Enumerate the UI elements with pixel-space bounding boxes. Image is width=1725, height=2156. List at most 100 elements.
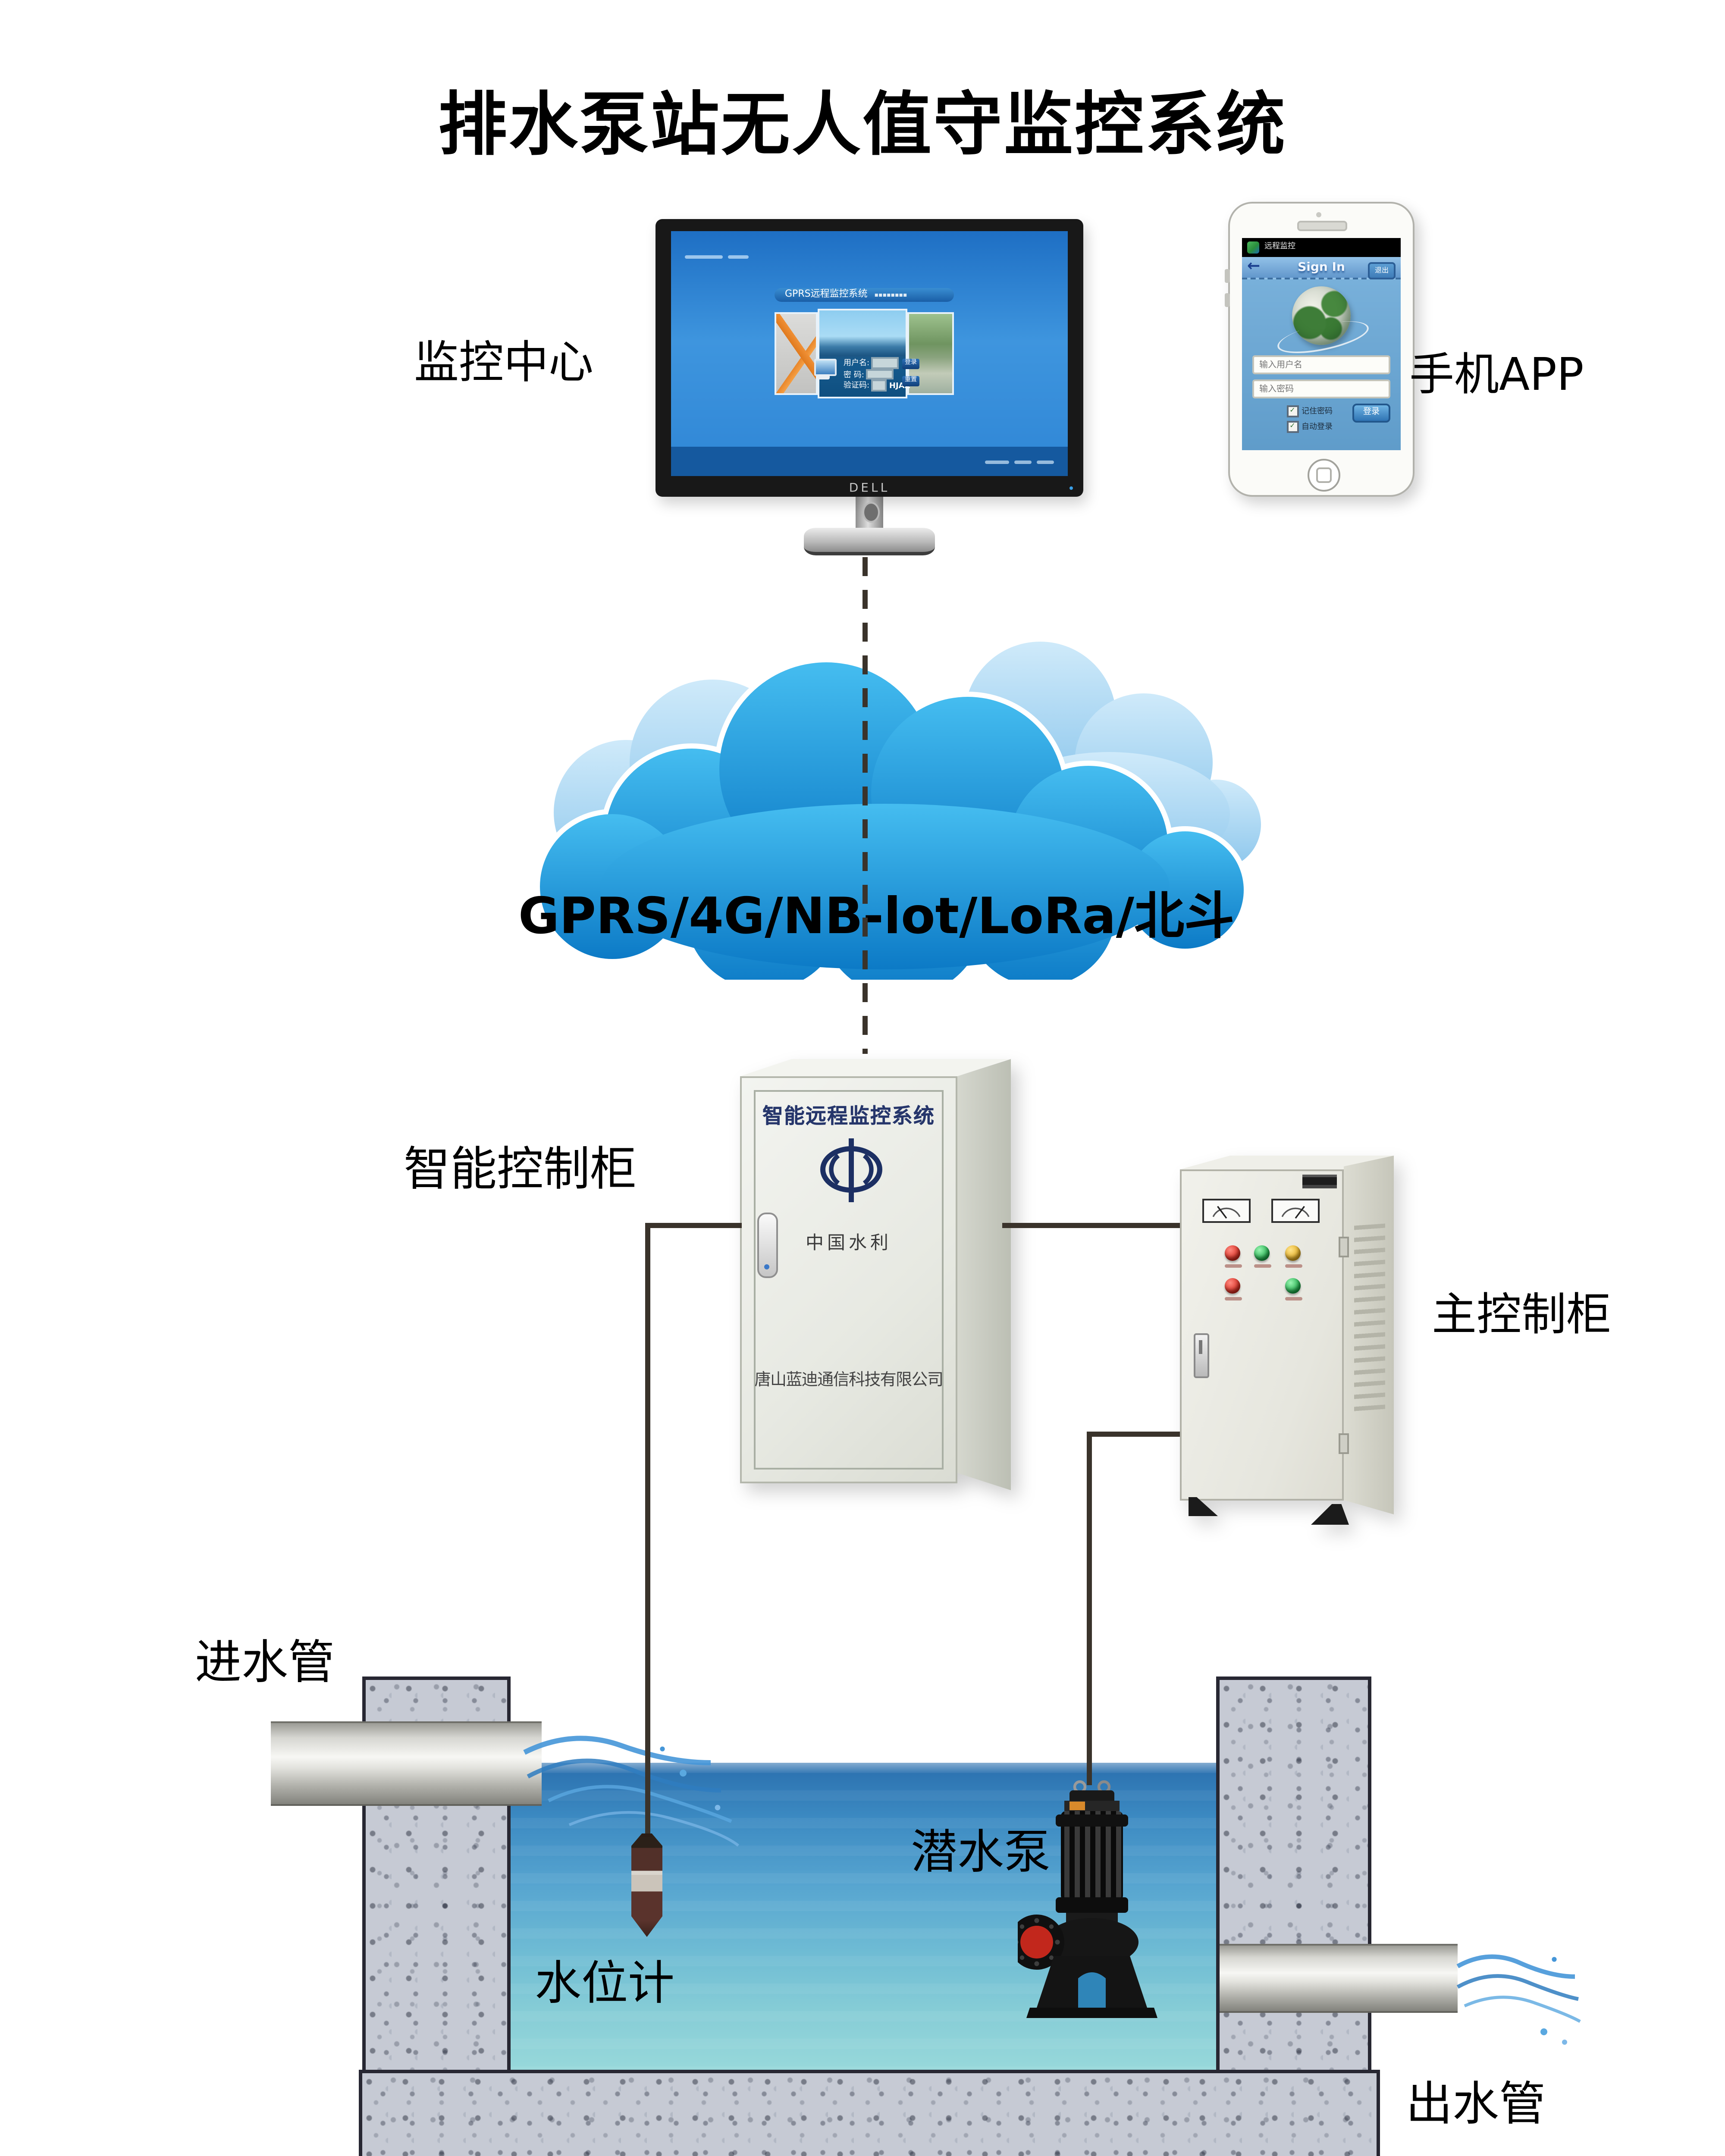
link-monitor-to-cloud-dashed (862, 557, 867, 1054)
phone-volume-button[interactable] (1225, 293, 1229, 307)
link-cabinet-to-sensor-horizontal (645, 1223, 742, 1228)
cabinet-door (1180, 1169, 1349, 1501)
voltmeter-gauge (1271, 1199, 1320, 1223)
link-smart-to-main-cabinet (1002, 1223, 1180, 1228)
remember-password-label: 记住密码 (1302, 408, 1333, 417)
computer-icon (814, 359, 837, 379)
submersible-pump-label: 潜水泵 (911, 1827, 1051, 1880)
phone-screen: 远程监控 ← Sign In 退出 ✓ 记住密码 ✓ 自动登录 登录 (1242, 238, 1401, 450)
login-page-header: GPRS远程监控系统 ▪▪▪▪▪▪▪▪ (775, 288, 954, 302)
auto-login-label: 自动登录 (1302, 424, 1333, 432)
main-control-cabinet (1180, 1152, 1397, 1532)
submersible-pump (1018, 1777, 1170, 2028)
indicator-light-yellow (1285, 1245, 1301, 1261)
photo-lake (818, 309, 907, 398)
login-page-footer (671, 447, 1068, 476)
footer-text-decoration (1037, 461, 1054, 464)
phone-volume-button[interactable] (1225, 269, 1229, 283)
phone-username-input[interactable] (1252, 355, 1390, 374)
indicator-light-green (1285, 1278, 1301, 1294)
monitor-label: 监控中心 (414, 338, 594, 390)
light-caption (1224, 1264, 1241, 1268)
back-arrow-icon[interactable]: ← (1247, 259, 1261, 276)
indicator-light-red (1225, 1278, 1240, 1294)
phone-login-button[interactable]: 登录 (1352, 404, 1390, 423)
light-caption (1284, 1297, 1302, 1300)
checkbox-icon: ✓ (1287, 421, 1298, 432)
cabinet-vent-louvers (1354, 1223, 1385, 1416)
login-header-title: GPRS远程监控系统 (785, 290, 868, 300)
auto-login-checkbox[interactable]: ✓ 自动登录 (1287, 421, 1333, 432)
ammeter-gauge (1202, 1199, 1251, 1223)
phone-speaker (1297, 221, 1347, 231)
monitor: GPRS远程监控系统 ▪▪▪▪▪▪▪▪ 用户名: 密 码: 验证码: HJAZ 登… (656, 219, 1083, 497)
login-form: 用户名: 密 码: 验证码: HJAZ (844, 357, 923, 391)
sensor-cable (645, 1223, 650, 1837)
cabinet-top-face (740, 1059, 1009, 1076)
monitor-screen: GPRS远程监控系统 ▪▪▪▪▪▪▪▪ 用户名: 密 码: 验证码: HJAZ 登… (671, 231, 1068, 476)
inlet-pipe-label: 进水管 (195, 1637, 335, 1690)
link-cabinet-to-pump-horizontal (1088, 1432, 1180, 1437)
china-water-logo-icon (819, 1137, 883, 1206)
outlet-pipe (1220, 1944, 1458, 2013)
reset-button[interactable]: 重置 (902, 376, 919, 385)
signin-body: ✓ 记住密码 ✓ 自动登录 登录 (1242, 279, 1401, 450)
cabinet-panel-title: 智能远程监控系统 (762, 1104, 935, 1128)
cabinet-door: 智能远程监控系统 中国水利 唐山蓝迪通信科技有限公司 (740, 1076, 957, 1483)
app-icon (1247, 241, 1259, 254)
username-input[interactable] (872, 357, 900, 368)
phone-camera-dot (1316, 212, 1321, 217)
app-name: 远程监控 (1264, 243, 1295, 252)
captcha-input[interactable] (872, 379, 888, 391)
login-header-subtitle-decoration: ▪▪▪▪▪▪▪▪ (874, 291, 907, 298)
inlet-water-splash (518, 1725, 750, 1871)
network-cloud: GPRS/4G/NB-lot/LoRa/北斗 (488, 614, 1264, 980)
globe-icon (1292, 286, 1351, 345)
exit-button[interactable]: 退出 (1368, 261, 1396, 279)
screen-topbar-text-decoration (728, 255, 749, 259)
door-hinge (1339, 1433, 1349, 1454)
password-input[interactable] (866, 368, 894, 379)
door-frame-line (754, 1090, 944, 1470)
light-caption (1224, 1297, 1241, 1300)
photo-derrick (775, 312, 818, 395)
cabinet-door-handle[interactable] (757, 1213, 778, 1278)
screen-topbar-text-decoration (685, 255, 723, 259)
monitor-power-led[interactable] (1069, 486, 1073, 490)
main-cabinet-label: 主控制柜 (1432, 1290, 1612, 1342)
sump-right-wall (1216, 1677, 1371, 2077)
light-caption (1253, 1264, 1270, 1268)
cabinet-name-plate (1302, 1175, 1337, 1188)
network-protocols-label: GPRS/4G/NB-lot/LoRa/北斗 (518, 887, 1235, 945)
username-label: 用户名: (844, 360, 870, 369)
footer-text-decoration (985, 461, 1009, 464)
outlet-water-splash (1454, 1946, 1584, 2059)
cloud-shape (535, 642, 1261, 980)
light-caption (1284, 1264, 1302, 1268)
phone-password-input[interactable] (1252, 379, 1390, 398)
cabinet-foot (1311, 1504, 1349, 1525)
inlet-pipe (271, 1721, 542, 1806)
photo-great-wall (907, 312, 954, 395)
login-button[interactable]: 登录 (902, 359, 919, 368)
smartphone: 远程监控 ← Sign In 退出 ✓ 记住密码 ✓ 自动登录 登录 (1225, 202, 1414, 497)
monitor-stand-cable-hole (862, 502, 880, 523)
password-label: 密 码: (844, 371, 864, 380)
outlet-pipe-label: 出水管 (1406, 2078, 1546, 2132)
signin-header: ← Sign In 退出 (1242, 257, 1401, 279)
pump-cable (1087, 1432, 1092, 1785)
cabinet-company-name: 唐山蓝迪通信科技有限公司 (754, 1371, 944, 1390)
indicator-light-red (1225, 1245, 1240, 1261)
door-hinge (1339, 1237, 1349, 1257)
monitor-brand-logo: DELL (849, 481, 890, 495)
footer-text-decoration (1014, 461, 1032, 464)
cabinet-door-handle[interactable] (1194, 1333, 1209, 1378)
remember-password-checkbox[interactable]: ✓ 记住密码 (1287, 405, 1333, 417)
login-photo-strip (775, 309, 954, 398)
phone-home-button[interactable] (1307, 458, 1339, 491)
phone-status-bar: 远程监控 (1242, 238, 1401, 257)
cabinet-logo-caption: 中国水利 (806, 1233, 892, 1254)
water-level-sensor-label: 水位计 (535, 1958, 674, 2011)
checkbox-icon: ✓ (1287, 405, 1298, 417)
